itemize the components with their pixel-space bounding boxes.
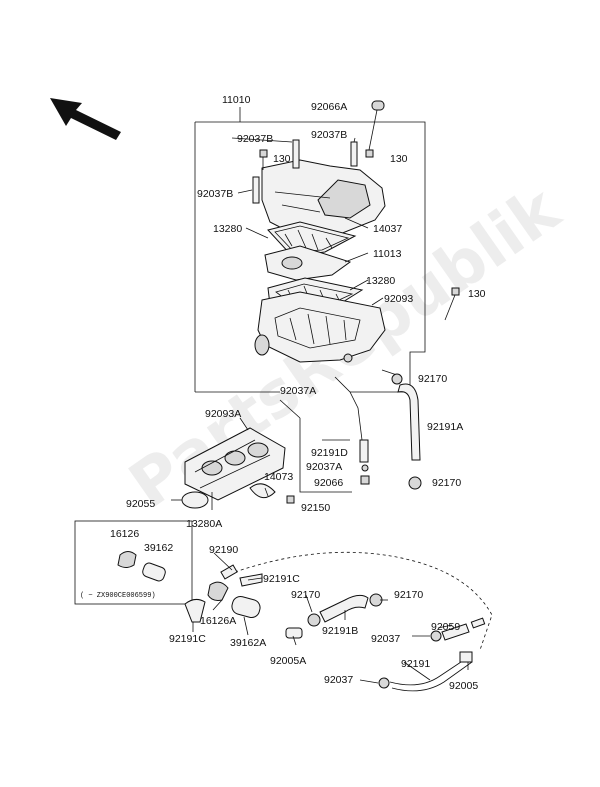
label-92066A: 92066A [311, 101, 347, 113]
label-92191A: 92191A [427, 421, 463, 433]
label-11013: 11013 [373, 248, 402, 260]
label-14073: 14073 [264, 471, 293, 483]
label-92066: 92066 [314, 477, 343, 489]
bolt-130-1 [259, 149, 268, 170]
assembly-bracket-11010 [194, 107, 426, 393]
variant-inset-box [74, 520, 193, 605]
lower-hose-group [184, 551, 493, 692]
label-92059: 92059 [431, 621, 460, 633]
lower-housing-part [254, 291, 386, 363]
label-92170-4: 92170 [394, 589, 423, 601]
plug-92066A [367, 100, 385, 156]
label-13280-1: 13280 [213, 223, 242, 235]
label-39162A: 39162A [230, 637, 266, 649]
label-130-2: 130 [390, 153, 408, 165]
label-92150: 92150 [301, 502, 330, 514]
label-14037: 14037 [373, 223, 402, 235]
label-92093: 92093 [384, 293, 413, 305]
sleeve-92037B-1 [292, 139, 300, 169]
label-16126: 16126 [110, 528, 139, 540]
label-92191C-1: 92191C [263, 573, 300, 585]
filter-element-part [264, 245, 352, 281]
label-39162: 39162 [144, 542, 173, 554]
label-92191B: 92191B [322, 625, 358, 637]
label-92037B-2: 92037B [311, 129, 347, 141]
label-92170-3: 92170 [291, 589, 320, 601]
label-92037A-2: 92037A [306, 461, 342, 473]
label-92037-2: 92037 [324, 674, 353, 686]
label-16126A: 16126A [200, 615, 236, 627]
label-92170-2: 92170 [432, 477, 461, 489]
variant-note: ( ~ ZX900CE006599) [80, 592, 156, 600]
label-13280-2: 13280 [366, 275, 395, 287]
lower-bracket [279, 399, 352, 493]
label-92170-1: 92170 [418, 373, 447, 385]
label-92005: 92005 [449, 680, 478, 692]
front-direction-arrow-icon [50, 98, 121, 140]
label-92037B-3: 92037B [197, 188, 233, 200]
label-92037A: 92037A [280, 385, 316, 397]
label-92190: 92190 [209, 544, 238, 556]
label-92191: 92191 [401, 658, 430, 670]
label-92191C-2: 92191C [169, 633, 206, 645]
hose-92191A [391, 373, 422, 490]
tube-92191D [334, 376, 370, 485]
label-11010: 11010 [222, 94, 251, 106]
label-130-3: 130 [468, 288, 486, 300]
leader-lines-lower [192, 552, 469, 684]
label-92093A: 92093A [205, 408, 241, 420]
upper-housing-part [261, 159, 386, 241]
label-92005A: 92005A [270, 655, 306, 667]
label-130-1: 130 [273, 153, 291, 165]
sleeve-92037B-3 [252, 176, 260, 204]
label-92055: 92055 [126, 498, 155, 510]
sleeve-92037B-2 [350, 141, 358, 167]
label-13280A: 13280A [186, 518, 222, 530]
reed-valve-assembly [171, 417, 295, 510]
bolt-130-3 [444, 287, 460, 321]
label-92191D: 92191D [311, 447, 348, 459]
label-92037B-1: 92037B [237, 133, 273, 145]
label-92037-1: 92037 [371, 633, 400, 645]
bolt-130-2 [365, 149, 374, 158]
